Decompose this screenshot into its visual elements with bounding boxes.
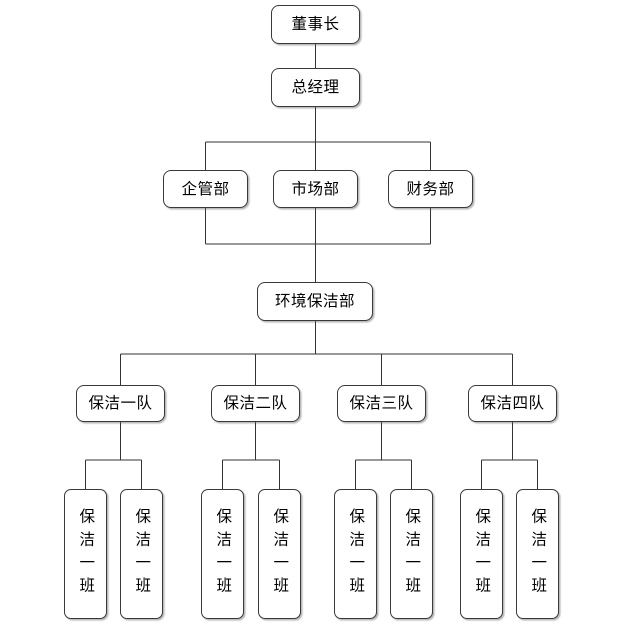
org-node-dept-cw[interactable]: 财务部 [388, 170, 473, 208]
org-node-label-shift-1a: 保洁一班 [77, 508, 96, 600]
org-node-shift-3b[interactable]: 保洁一班 [390, 489, 433, 619]
org-node-label-shift-2b: 保洁一班 [271, 508, 290, 600]
org-node-label-dept-hjbj: 环境保洁部 [274, 292, 355, 311]
org-node-label-dept-cw: 财务部 [406, 179, 455, 198]
org-node-chairman[interactable]: 董事长 [271, 5, 360, 44]
org-node-shift-4b[interactable]: 保洁一班 [516, 489, 559, 619]
org-node-team-4[interactable]: 保洁四队 [468, 385, 557, 422]
org-node-shift-2b[interactable]: 保洁一班 [258, 489, 301, 619]
org-node-label-shift-2a: 保洁一班 [214, 508, 233, 600]
org-node-shift-1b[interactable]: 保洁一班 [120, 489, 163, 619]
org-node-label-shift-4b: 保洁一班 [529, 508, 548, 600]
org-node-shift-2a[interactable]: 保洁一班 [201, 489, 244, 619]
org-node-label-shift-3b: 保洁一班 [403, 508, 422, 600]
org-node-shift-3a[interactable]: 保洁一班 [334, 489, 377, 619]
org-node-label-dept-sc: 市场部 [291, 179, 340, 198]
org-node-gm[interactable]: 总经理 [271, 68, 360, 107]
org-node-label-team-1: 保洁一队 [88, 394, 153, 413]
org-node-label-team-2: 保洁二队 [223, 394, 288, 413]
org-node-label-shift-3a: 保洁一班 [347, 508, 366, 600]
org-node-team-2[interactable]: 保洁二队 [211, 385, 300, 422]
org-node-label-team-3: 保洁三队 [349, 394, 414, 413]
org-node-label-dept-qg: 企管部 [181, 179, 230, 198]
org-node-label-gm: 总经理 [291, 78, 340, 97]
org-node-shift-1a[interactable]: 保洁一班 [64, 489, 107, 619]
org-node-team-1[interactable]: 保洁一队 [76, 385, 165, 422]
org-node-team-3[interactable]: 保洁三队 [337, 385, 426, 422]
org-node-label-chairman: 董事长 [291, 15, 340, 34]
org-node-dept-sc[interactable]: 市场部 [273, 170, 358, 208]
org-node-dept-qg[interactable]: 企管部 [163, 170, 248, 208]
org-node-dept-hjbj[interactable]: 环境保洁部 [257, 282, 373, 321]
org-node-label-shift-4a: 保洁一班 [473, 508, 492, 600]
org-node-label-team-4: 保洁四队 [480, 394, 545, 413]
org-node-shift-4a[interactable]: 保洁一班 [460, 489, 503, 619]
org-node-label-shift-1b: 保洁一班 [133, 508, 152, 600]
